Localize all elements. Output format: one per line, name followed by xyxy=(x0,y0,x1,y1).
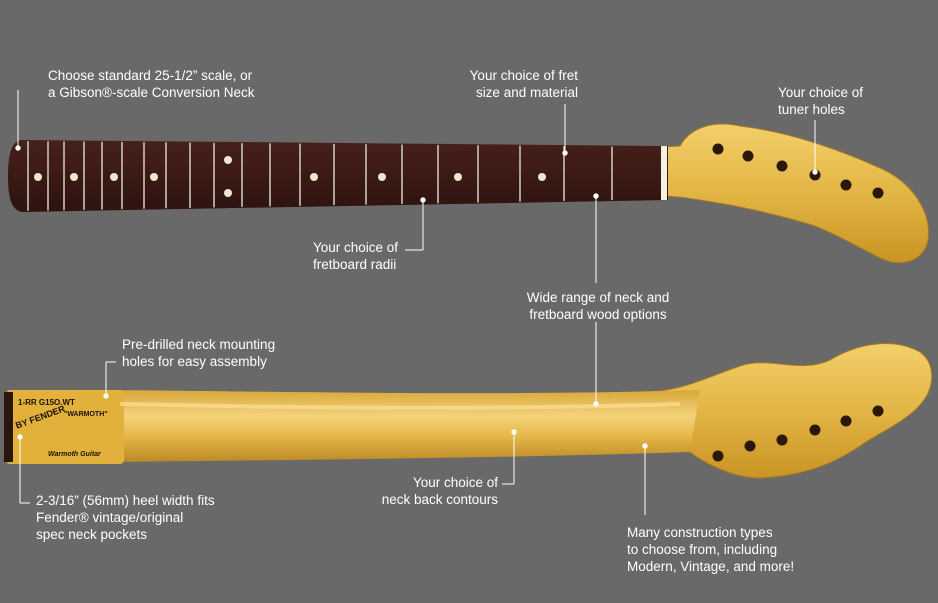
fretboard-inlays xyxy=(34,156,546,197)
back-headstock xyxy=(639,343,933,479)
leader-dot xyxy=(15,145,21,151)
callout-scale: Choose standard 25-1/2” scale, or a Gibs… xyxy=(48,67,255,101)
inlay-dot xyxy=(378,173,386,181)
tuner-hole xyxy=(712,143,724,155)
callout-heel-width-line-2: Fender® vintage/original xyxy=(36,510,184,525)
callout-woods-line-1: Wide range of neck and xyxy=(526,290,670,305)
leader-dot xyxy=(593,193,599,199)
front-headstock xyxy=(639,123,929,264)
callout-woods: Wide range of neck and fretboard wood op… xyxy=(510,289,686,323)
callout-contours-line-1: Your choice of xyxy=(412,475,498,490)
tuner-hole xyxy=(712,450,724,462)
callout-construction-line-3: Modern, Vintage, and more! xyxy=(627,559,795,574)
callout-tuner-holes: Your choice of tuner holes xyxy=(778,84,863,118)
leader-dot xyxy=(562,150,568,156)
inlay-dot xyxy=(34,173,42,181)
back-neck xyxy=(4,343,933,479)
decal-line-1: 1-RR G15O.WT xyxy=(18,398,75,407)
callout-radii: Your choice of fretboard radii xyxy=(313,239,398,273)
callout-tuner-holes-line-2: tuner holes xyxy=(778,102,845,117)
leader-dot xyxy=(103,393,109,399)
tuner-hole xyxy=(872,405,884,417)
callout-radii-line-2: fretboard radii xyxy=(313,257,397,272)
tuner-hole xyxy=(742,150,754,162)
callout-heel-width: 2-3/16” (56mm) heel width fits Fender® v… xyxy=(36,492,215,543)
inlay-dot xyxy=(310,173,318,181)
leader-dot xyxy=(812,169,818,175)
callout-tuner-holes-line-1: Your choice of xyxy=(778,85,864,100)
tuner-hole xyxy=(840,179,852,191)
tuner-hole xyxy=(744,440,756,452)
callout-scale-line-1: Choose standard 25-1/2” scale, or xyxy=(48,68,253,83)
callout-construction-line-2: to choose from, including xyxy=(627,542,778,557)
tuner-hole xyxy=(809,424,821,436)
skunk-stripe xyxy=(119,402,681,410)
leader-dot xyxy=(511,429,517,435)
leader-dot xyxy=(420,197,426,203)
callout-mounting-holes: Pre-drilled neck mounting holes for easy… xyxy=(122,336,275,370)
tuner-hole xyxy=(776,160,788,172)
inlay-dot xyxy=(150,173,158,181)
inlay-dot xyxy=(538,173,546,181)
callout-frets-line-1: Your choice of fret xyxy=(469,68,578,83)
inlay-dot xyxy=(224,189,232,197)
callout-mounting-holes-line-1: Pre-drilled neck mounting xyxy=(122,337,276,352)
callout-radii-line-1: Your choice of xyxy=(313,240,399,255)
callout-mounting-holes-line-2: holes for easy assembly xyxy=(122,354,267,369)
front-fretboard xyxy=(8,140,668,212)
front-tuner-holes xyxy=(712,143,884,199)
decal-line-4: Warmoth Guitar xyxy=(48,451,102,458)
inlay-dot xyxy=(70,173,78,181)
frets xyxy=(27,141,613,211)
inlay-dot xyxy=(224,156,232,164)
inlay-dot xyxy=(454,173,462,181)
tuner-hole xyxy=(809,169,821,181)
back-tuner-holes xyxy=(712,405,884,462)
tuner-hole xyxy=(776,434,788,446)
callout-heel-width-line-1: 2-3/16” (56mm) heel width fits xyxy=(36,493,215,508)
callout-construction: Many construction types to choose from, … xyxy=(627,524,794,575)
front-neck xyxy=(8,123,929,264)
callout-woods-line-2: fretboard wood options xyxy=(529,307,667,322)
leader-dot xyxy=(17,434,23,440)
callout-contours: Your choice of neck back contours xyxy=(360,474,498,508)
neck-heel xyxy=(6,390,124,464)
callout-scale-line-2: a Gibson®-scale Conversion Neck xyxy=(48,85,255,100)
decal-line-2: "WARMOTH" xyxy=(64,411,108,418)
leader-dot xyxy=(642,443,648,449)
tuner-hole xyxy=(872,187,884,199)
leader-dot xyxy=(593,401,599,407)
callout-heel-width-line-3: spec neck pockets xyxy=(36,527,148,542)
inlay-dot xyxy=(110,173,118,181)
callout-frets-line-2: size and material xyxy=(475,85,578,100)
callout-frets: Your choice of fret size and material xyxy=(440,67,578,101)
tuner-hole xyxy=(840,415,852,427)
callout-contours-line-2: neck back contours xyxy=(381,492,498,507)
callout-leaders xyxy=(15,90,818,515)
heel-edge xyxy=(4,392,13,462)
nut xyxy=(661,146,667,200)
callout-construction-line-1: Many construction types xyxy=(627,525,773,540)
